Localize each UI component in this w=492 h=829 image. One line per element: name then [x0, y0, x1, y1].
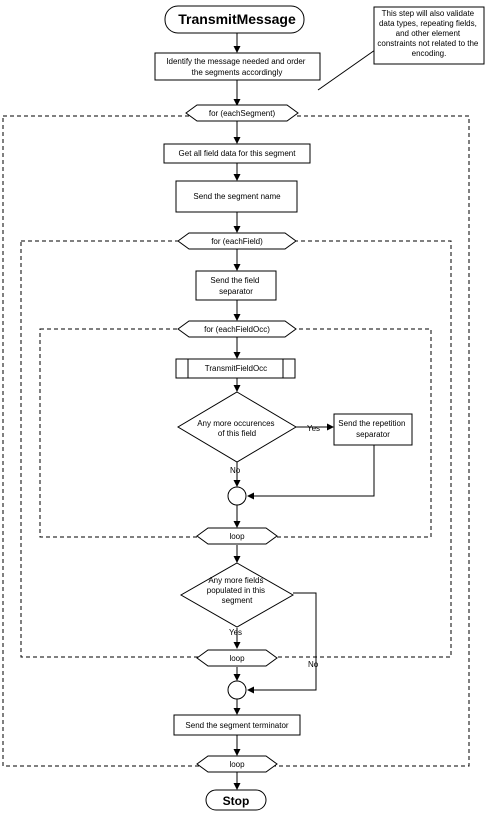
- svg-text:TransmitFieldOcc: TransmitFieldOcc: [205, 364, 267, 373]
- loop-start-each-segment: for (eachSegment): [185, 104, 299, 122]
- merge-connector: [227, 680, 247, 700]
- send-repetition-separator-step: Send the repetition separator: [333, 413, 413, 446]
- note-line: and other element: [396, 29, 461, 38]
- svg-text:Identify the message needed an: Identify the message needed and order th…: [166, 57, 307, 77]
- svg-text:Send the segment name: Send the segment name: [193, 192, 281, 201]
- stop-terminator: Stop: [205, 789, 267, 811]
- svg-text:Get all field data for this se: Get all field data for this segment: [179, 149, 297, 158]
- loop-end-field: loop: [196, 649, 278, 667]
- connectors: [233, 33, 376, 790]
- identify-message-step: Identify the message needed and order th…: [154, 52, 321, 81]
- svg-text:loop: loop: [229, 760, 245, 769]
- svg-text:for (eachSegment): for (eachSegment): [209, 109, 276, 118]
- svg-text:Send the repetition sepa: Send the repetition separator: [338, 419, 407, 439]
- start-label: TransmitMessage: [178, 11, 296, 27]
- loop-end-field-occ: loop: [196, 527, 278, 545]
- svg-text:Any more occurences of t: Any more occurences of this field: [197, 419, 277, 438]
- note-line: encoding.: [412, 49, 447, 58]
- svg-text:This step will also validate: This step will also validate data types,…: [377, 9, 480, 58]
- yes-label: Yes: [229, 628, 242, 637]
- svg-text:for (eachField): for (eachField): [211, 237, 263, 246]
- get-field-data-step: Get all field data for this segment: [163, 143, 311, 164]
- decision-more-occurrences: Any more occurences of this field: [177, 391, 297, 463]
- merge-connector: [227, 486, 247, 506]
- svg-text:loop: loop: [229, 532, 245, 541]
- note-line: This step will also validate: [382, 9, 475, 18]
- decision-more-fields: Any more fields populated in this segmen…: [179, 562, 295, 628]
- svg-text:Send the segment terminator: Send the segment terminator: [185, 721, 289, 730]
- svg-text:loop: loop: [229, 654, 245, 663]
- transmit-field-occ-subprocess: TransmitFieldOcc: [175, 358, 296, 379]
- stop-label: Stop: [223, 794, 250, 808]
- validation-note: This step will also validate data types,…: [373, 6, 485, 65]
- svg-text:Send the field separator: Send the field separator: [210, 276, 261, 296]
- svg-text:for (eachFieldOcc): for (eachFieldOcc): [204, 325, 270, 334]
- loop-end-segment: loop: [196, 755, 278, 773]
- no-label: No: [308, 660, 319, 669]
- note-line: data types, repeating fields,: [379, 19, 477, 28]
- svg-text:Any more fields populate: Any more fields populated in this segmen…: [207, 576, 268, 605]
- yes-label: Yes: [307, 424, 320, 433]
- send-segment-name-step: Send the segment name: [175, 180, 298, 213]
- send-segment-terminator-step: Send the segment terminator: [173, 714, 301, 736]
- loop-start-each-field: for (eachField): [177, 232, 297, 250]
- no-label: No: [230, 466, 241, 475]
- loop-start-each-field-occ: for (eachFieldOcc): [177, 320, 297, 338]
- note-line: constraints not related to the: [377, 39, 479, 48]
- start-terminator: TransmitMessage: [164, 5, 305, 34]
- send-field-separator-step: Send the field separator: [195, 270, 277, 301]
